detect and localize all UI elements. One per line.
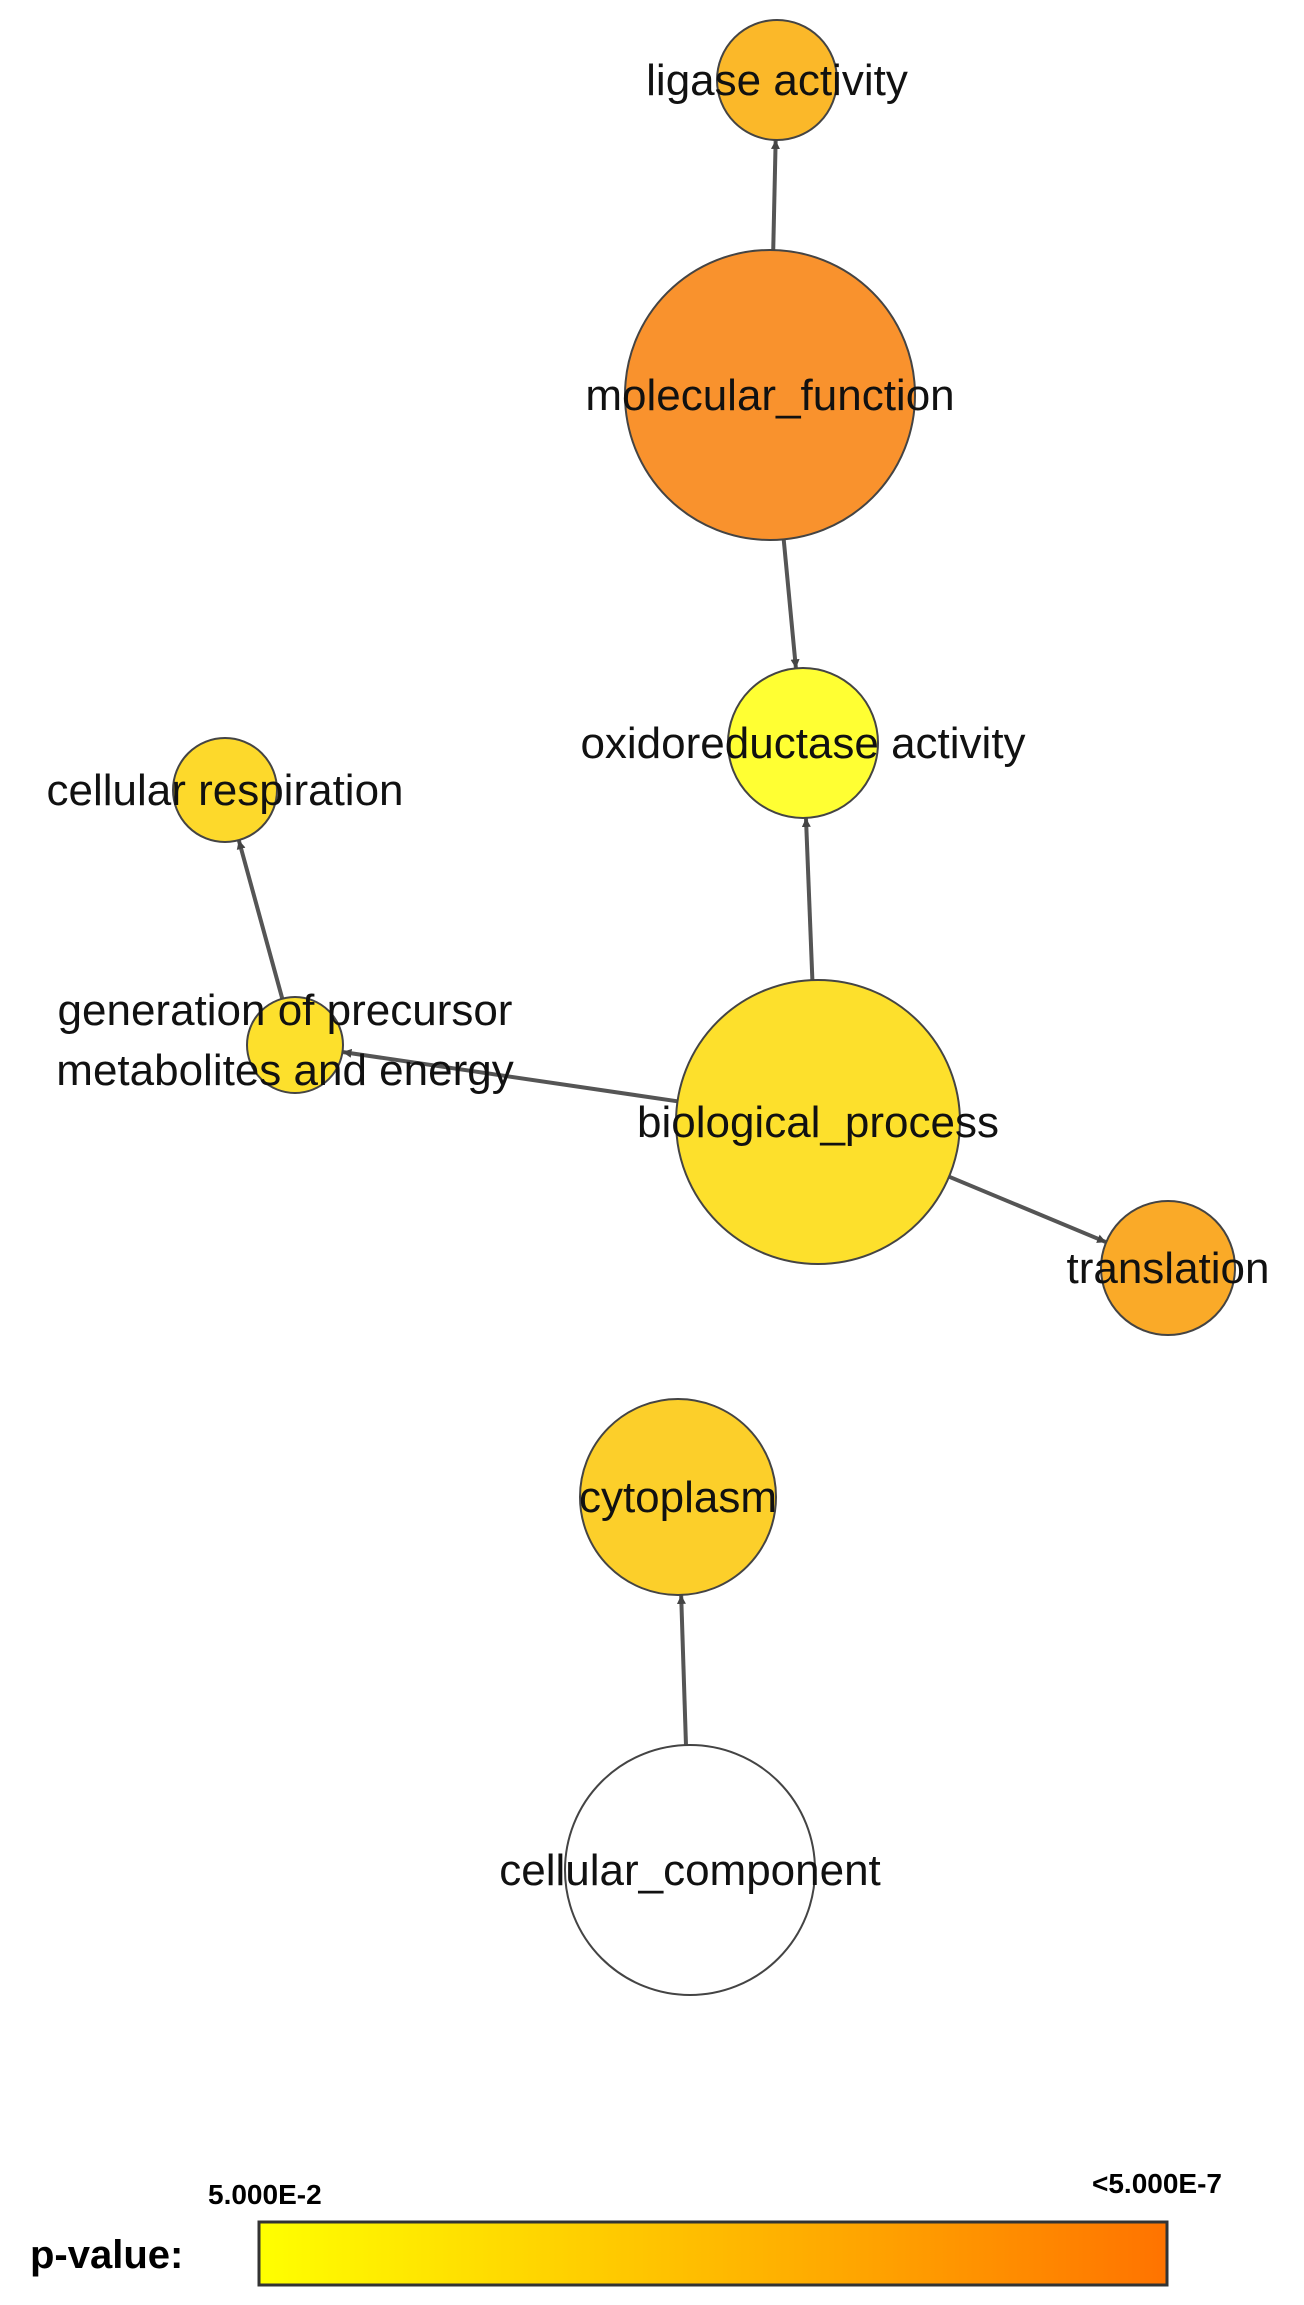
node-circle-oxidoreductase[interactable] xyxy=(727,667,879,819)
edge-generation-to-respiration xyxy=(236,839,285,1000)
node-circle-cytoplasm[interactable] xyxy=(579,1398,777,1596)
node-circle-generation[interactable] xyxy=(246,996,344,1094)
legend-title: p-value: xyxy=(30,2233,183,2277)
edge-biological-to-generation xyxy=(342,1048,678,1104)
node-circle-biological[interactable] xyxy=(675,979,961,1265)
node-component[interactable]: cellular_component xyxy=(499,1744,881,1996)
node-label-translation: translation xyxy=(1066,1244,1269,1293)
node-circle-respiration[interactable] xyxy=(172,737,278,843)
node-label-generation: generation of precursor metabolites and e… xyxy=(56,986,513,1095)
legend-max-label: <5.000E-7 xyxy=(1092,2168,1222,2199)
node-label-line: generation of precursor xyxy=(58,986,513,1035)
node-label-oxidoreductase: oxidoreductase activity xyxy=(580,719,1025,768)
node-circle-component[interactable] xyxy=(564,1744,816,1996)
node-molecular[interactable]: molecular_function xyxy=(585,249,955,541)
edge-component-to-cytoplasm xyxy=(676,1594,688,1746)
node-label-respiration: cellular respiration xyxy=(46,766,403,815)
legend-min-label: 5.000E-2 xyxy=(208,2179,322,2210)
node-label-biological: biological_process xyxy=(637,1098,999,1147)
edge-molecular-to-ligase xyxy=(770,139,780,251)
edge-biological-to-oxidoreductase xyxy=(801,817,815,981)
nodes-layer: ligase activity molecular_functionoxidore… xyxy=(46,19,1270,1996)
node-circle-ligase[interactable] xyxy=(716,19,838,141)
edge-molecular-to-oxidoreductase xyxy=(781,539,800,669)
node-label-line: metabolites and energy xyxy=(56,1046,513,1095)
node-generation[interactable]: generation of precursor metabolites and e… xyxy=(56,986,513,1095)
node-translation[interactable]: translation xyxy=(1066,1200,1270,1336)
edges-layer xyxy=(236,139,1107,1746)
edge-biological-to-translation xyxy=(948,1174,1107,1245)
node-label-molecular: molecular_function xyxy=(585,371,954,420)
node-ligase[interactable]: ligase activity xyxy=(646,19,908,141)
legend: 5.000E-2 <5.000E-7 p-value: xyxy=(30,2168,1222,2287)
node-label-component: cellular_component xyxy=(499,1846,881,1895)
node-cytoplasm[interactable]: cytoplasm xyxy=(579,1398,777,1596)
node-biological[interactable]: biological_process xyxy=(637,979,999,1265)
node-respiration[interactable]: cellular respiration xyxy=(46,737,404,843)
node-label-cytoplasm: cytoplasm xyxy=(579,1473,777,1522)
node-circle-translation[interactable] xyxy=(1100,1200,1236,1336)
node-circle-molecular[interactable] xyxy=(624,249,916,541)
node-oxidoreductase[interactable]: oxidoreductase activity xyxy=(580,667,1026,819)
node-label-ligase: ligase activity xyxy=(646,56,908,105)
legend-color-bar xyxy=(257,2220,1169,2287)
